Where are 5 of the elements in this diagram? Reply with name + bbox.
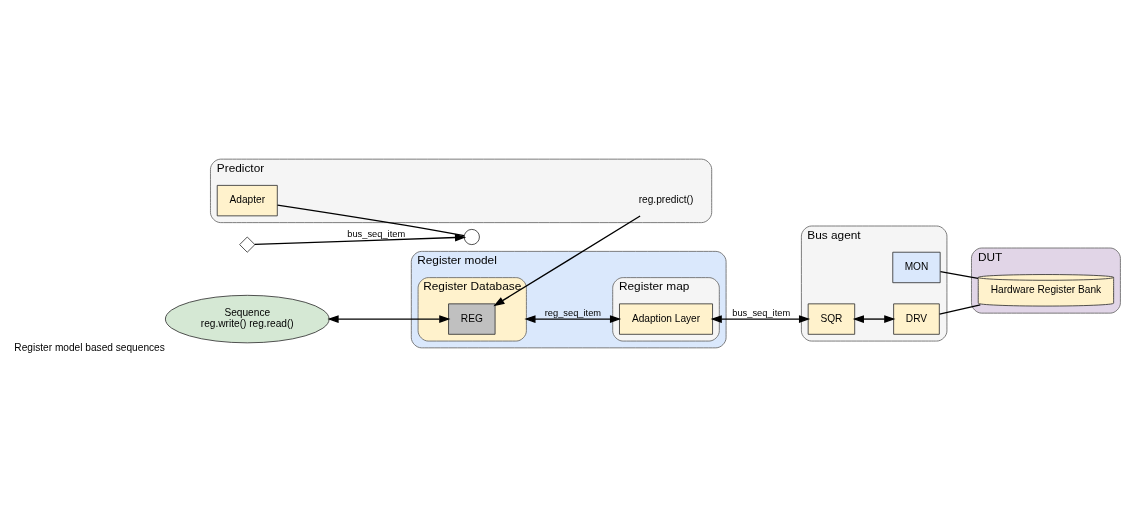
node-text: reg.predict() [638,193,694,205]
edge-label: bus_seq_item [732,307,791,318]
node-label: Register model based sequences [14,341,165,353]
edge-label: bus_seq_item [347,228,406,239]
edge-label: reg_seq_item [544,307,602,318]
